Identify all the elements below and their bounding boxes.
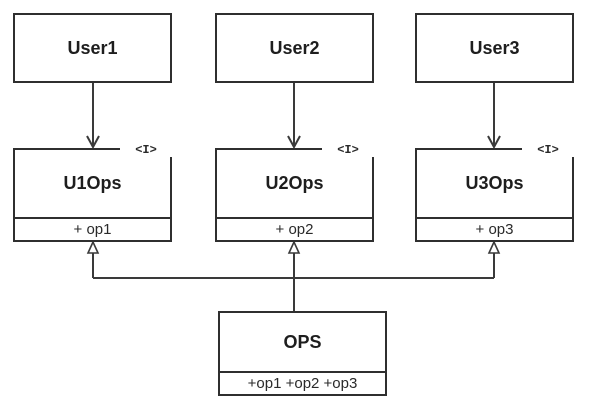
ops-operations: +op1 +op2 +op3 [247,375,358,392]
realization-u3-arrowhead [487,240,501,254]
user2-dependency-arrowhead [287,135,301,150]
user3-dependency-arrowhead [487,135,501,150]
user1-label: User1 [67,37,118,58]
u3ops-operation: + op3 [475,221,514,238]
u1ops-interface-stereotype: <I> [120,143,172,157]
u2ops-operations-compartment: + op2 [217,219,372,240]
u1ops-operation: + op1 [73,221,112,238]
user1-box: User1 [13,13,172,83]
realization-u2-arrowhead [287,240,301,254]
realization-u1-arrowhead [86,240,100,254]
ops-class-box: OPS +op1 +op2 +op3 [218,311,387,396]
u3ops-operations-compartment: + op3 [417,219,572,240]
u1ops-name-compartment: U1Ops [15,150,170,219]
u3ops-interface-box: <I> U3Ops + op3 [415,143,574,242]
u2ops-name: U2Ops [265,173,324,193]
ops-name-compartment: OPS [220,313,385,373]
user2-box: User2 [215,13,374,83]
u3ops-interface-stereotype: <I> [522,143,574,157]
u3ops-name-compartment: U3Ops [417,150,572,219]
u1ops-interface-box: <I> U1Ops + op1 [13,143,172,242]
user3-box: User3 [415,13,574,83]
ops-operations-compartment: +op1 +op2 +op3 [220,373,385,394]
u2ops-interface-box: <I> U2Ops + op2 [215,143,374,242]
ops-name: OPS [283,331,322,352]
u2ops-operation: + op2 [275,221,314,238]
user3-label: User3 [469,37,520,58]
u2ops-interface-stereotype: <I> [322,143,374,157]
user1-dependency-arrowhead [86,135,100,150]
u1ops-name: U1Ops [63,173,122,193]
u3ops-name: U3Ops [465,173,524,193]
u1ops-operations-compartment: + op1 [15,219,170,240]
user2-label: User2 [269,37,320,58]
u2ops-name-compartment: U2Ops [217,150,372,219]
